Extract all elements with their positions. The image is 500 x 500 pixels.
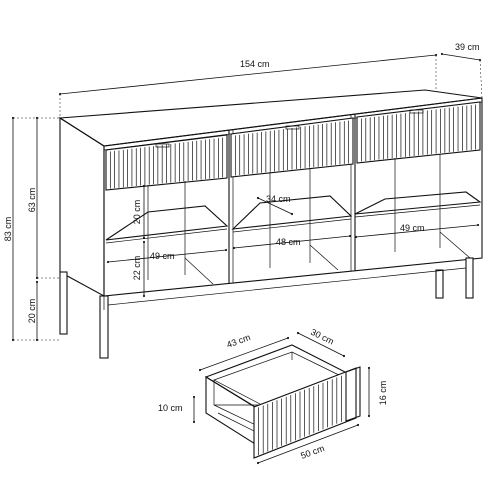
drawer-length-label: 43 cm xyxy=(225,332,251,350)
shelf-left xyxy=(105,205,229,241)
drawer-front-left xyxy=(105,134,228,191)
width-label: 154 cm xyxy=(240,59,270,69)
dimension-shelf-depth: 34 cm xyxy=(256,194,294,216)
leg-height-label: 20 cm xyxy=(27,299,37,324)
shelf-right xyxy=(354,191,482,215)
leg-back-left xyxy=(59,271,68,335)
drawer-front-right xyxy=(356,101,481,164)
dimension-height-total: 83 cm xyxy=(3,116,60,342)
dimension-shelf-gap-upper: 20 cm xyxy=(132,184,146,240)
compartment-right-label: 49 cm xyxy=(400,223,425,233)
sideboard-side xyxy=(59,116,105,297)
drawer-inner-height-label: 10 cm xyxy=(158,403,183,413)
dimension-shelf-gap-lower: 22 cm xyxy=(132,240,146,298)
drawer-height-label: 16 cm xyxy=(378,381,388,406)
depth-label: 39 cm xyxy=(455,42,480,52)
shelf-gap-upper-label: 20 cm xyxy=(132,200,142,225)
shelf-gap-lower-label: 22 cm xyxy=(132,256,142,281)
drawer-front-middle xyxy=(230,117,354,178)
shelf-depth-label: 34 cm xyxy=(266,194,291,204)
dimension-leg-height: 20 cm xyxy=(27,280,39,342)
dimension-compartment-middle: 48 cm xyxy=(232,234,352,250)
compartment-left-label: 49 cm xyxy=(150,251,175,261)
shelf-middle xyxy=(231,195,353,230)
dimension-compartment-left: 49 cm xyxy=(106,248,228,264)
drawer-detail: 43 cm 30 cm 16 cm 10 cm 50 cm xyxy=(158,327,388,465)
dimension-depth: 39 cm xyxy=(440,42,483,99)
compartment-middle-label: 48 cm xyxy=(276,237,301,247)
drawer-depth-label: 30 cm xyxy=(309,327,335,347)
dimension-height-body: 63 cm xyxy=(27,116,60,280)
leg-back-right xyxy=(435,269,444,299)
sideboard xyxy=(58,89,483,359)
height-total-label: 83 cm xyxy=(3,217,13,242)
height-body-label: 63 cm xyxy=(27,188,37,213)
leg-front-right xyxy=(465,257,474,299)
dimension-width: 154 cm xyxy=(58,53,438,118)
dimension-compartment-right: 49 cm xyxy=(354,223,480,239)
